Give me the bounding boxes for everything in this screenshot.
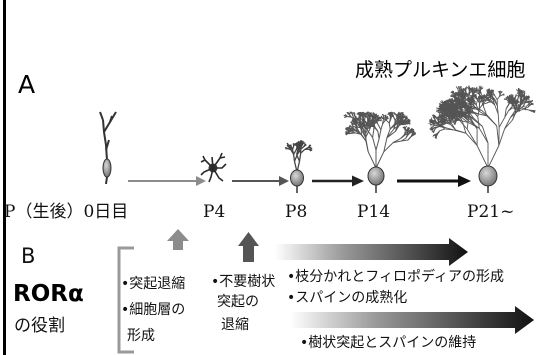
roles-bracket — [117, 246, 134, 354]
up-arrow-gray — [167, 229, 189, 250]
early-role-1-line1: •突起退縮 — [121, 276, 186, 292]
later-role-spine-maturation: •スパインの成熟化 — [287, 290, 408, 306]
later-role-branching: •枝分かれとフィロポディアの形成 — [287, 269, 504, 285]
arrow-p14-p21 — [397, 175, 471, 187]
gradient-arrow-lower — [290, 306, 534, 334]
early-role-2-line1: •不要樹状 — [211, 274, 276, 290]
up-arrow-dark — [238, 232, 259, 262]
arrow-p0-p4 — [128, 176, 206, 186]
gradient-arrow-upper — [275, 238, 468, 266]
later-role-maintenance: •樹状突起とスパインの維持 — [300, 335, 477, 351]
stage-label-p21: P21~ — [467, 202, 515, 222]
arrow-p8-p14 — [312, 175, 364, 187]
early-role-2-line2: 突起の — [217, 294, 259, 310]
stage-label-p14: P14 — [357, 202, 391, 222]
arrow-p4-p8 — [232, 176, 289, 186]
panel-a-label: A — [18, 70, 36, 99]
stage-label-p0: P（生後）0日目 — [4, 202, 129, 222]
stage-label-p8: P8 — [285, 202, 308, 222]
cell-p0 — [99, 111, 117, 185]
early-role-2-line3: 退縮 — [221, 317, 249, 333]
stage-label-p4: P4 — [203, 202, 226, 222]
cell-p4 — [200, 152, 227, 183]
cell-p8 — [284, 140, 313, 193]
ror-alpha-label: RORα — [13, 281, 84, 307]
cell-p14 — [343, 111, 417, 193]
panel-b-label: B — [21, 244, 36, 268]
mature-purkinje-title: 成熟プルキンエ細胞 — [355, 59, 526, 81]
early-role-1-line2: •細胞層の — [121, 302, 186, 318]
cell-p21 — [428, 85, 536, 193]
early-role-1-line3: 形成 — [127, 328, 155, 344]
role-caption: の役割 — [14, 316, 65, 336]
